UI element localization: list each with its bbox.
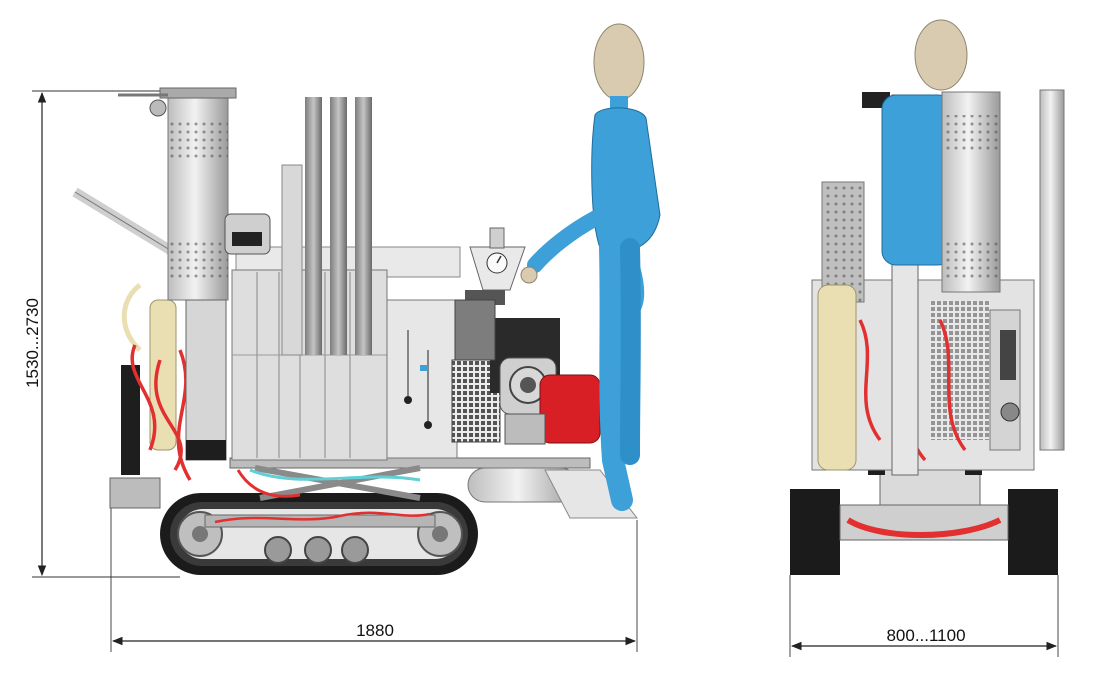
width-dimension-label: 800...1100	[886, 626, 965, 645]
drill-rod-2	[330, 97, 347, 355]
operator-mannequin	[520, 23, 661, 511]
front-operator-mannequin	[881, 19, 968, 266]
height-dimension-label: 1530...2730	[23, 298, 42, 388]
front-fuel-filter	[817, 284, 857, 471]
valve-column	[185, 299, 227, 461]
support-cylinder	[121, 365, 140, 475]
drill-rod-3	[355, 97, 372, 355]
drill-head-cylinder	[118, 87, 237, 301]
length-dimension: 1880	[110, 505, 638, 652]
scissor-lift	[254, 465, 421, 501]
side-view	[72, 23, 661, 575]
crawler-track	[160, 493, 478, 575]
control-panel	[386, 299, 458, 459]
front-drill-head	[941, 91, 1001, 293]
drill-rod-1	[305, 97, 322, 355]
width-dimension: 800...1100	[789, 575, 1059, 657]
length-dimension-label: 1880	[356, 621, 394, 640]
height-dimension: 1530...2730	[23, 90, 180, 578]
right-track	[1008, 489, 1058, 575]
hydraulic-hoses	[130, 344, 192, 481]
front-side-pole	[1039, 89, 1065, 451]
fuel-filter	[149, 299, 177, 451]
engine	[490, 318, 601, 445]
front-view	[790, 19, 1065, 575]
exhaust-pipe-left	[281, 164, 303, 356]
left-track	[790, 489, 840, 575]
